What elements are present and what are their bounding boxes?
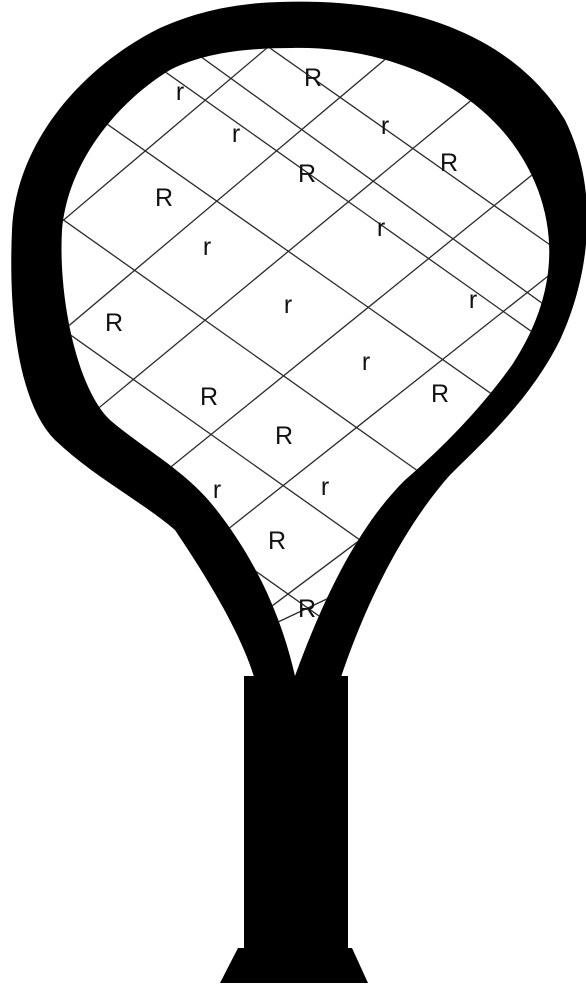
cell-label: r [213,476,221,504]
cell-label: r [176,78,184,106]
cell-label: R [298,595,316,623]
cell-label: r [377,214,385,242]
cell-label: r [284,291,292,319]
cell-label: R [431,380,449,408]
cell-label: r [321,473,329,501]
cell-label: R [268,527,286,555]
cell-label: r [362,348,370,376]
racket-handle [220,676,368,983]
cell-label: R [200,383,218,411]
cell-label: r [203,233,211,261]
cell-label: r [381,112,389,140]
cell-label: R [155,184,173,212]
string-bed [61,48,549,676]
cell-label: r [469,286,477,314]
cell-label: R [304,64,322,92]
cell-label: R [440,149,458,177]
cell-label: r [232,120,240,148]
cell-label: R [105,309,123,337]
cell-label: R [298,160,316,188]
cell-label: R [275,422,293,450]
